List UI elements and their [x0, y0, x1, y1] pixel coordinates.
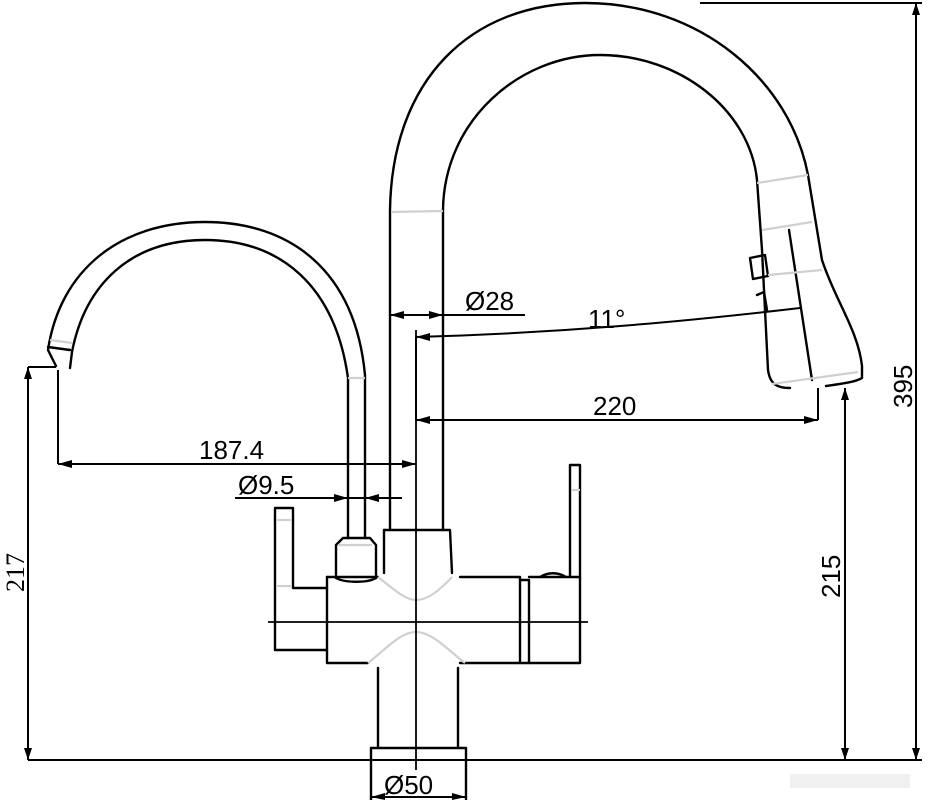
label-right-diameter: Ø28: [465, 286, 514, 316]
label-left-reach: 187.4: [199, 435, 264, 465]
watermark: [790, 774, 910, 788]
label-spray-angle: 11°: [588, 304, 625, 334]
dimension-labels: 187.4 Ø9.5 Ø28 11° 220 Ø50 217 215 395: [1, 286, 918, 800]
label-right-reach: 220: [593, 391, 636, 421]
label-left-height: 217: [1, 553, 30, 592]
label-left-diameter: Ø9.5: [238, 470, 294, 500]
label-overall-height: 395: [888, 365, 918, 408]
dimension-annotations: [24, 2, 922, 800]
faucet-body: [268, 330, 588, 800]
label-right-height: 215: [816, 555, 846, 598]
filter-water-spout: [46, 220, 367, 540]
label-base-diameter: Ø50: [384, 770, 433, 800]
main-pullout-spout: [388, 1, 864, 532]
